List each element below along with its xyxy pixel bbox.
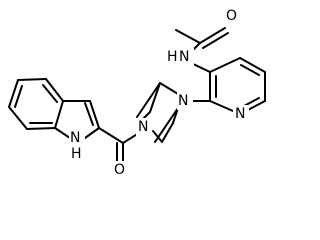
bond-piperazine-c6-c5	[161, 122, 174, 143]
bond-indole-c7a-n	[54, 127, 71, 139]
bond-piperazine-bottom-right	[154, 107, 179, 143]
bond-benzene-c3a-c4-double	[42, 84, 58, 103]
bond-indole-c3a-c7a	[54, 100, 64, 129]
bond-pyridine-c6-n	[245, 100, 266, 112]
label-bg-piperazine-n-lower	[136, 118, 152, 136]
bond-benzene-c6-c7	[8, 106, 28, 130]
bond-pyridine-c4-c5-double	[240, 64, 260, 76]
bond-benzene-c5-c6-double	[14, 85, 23, 108]
label-bg-indole-h	[69, 145, 83, 162]
bond-carbonyl-double-o	[199, 27, 226, 44]
bond-benzene-c7-c7a	[26, 127, 56, 130]
bond-piperazine-n1-c2	[159, 82, 179, 95]
molecule-structure: O N H N N N O N H	[8, 7, 266, 179]
bond-piperazine-c2-c3	[149, 82, 161, 113]
bond-pyridine-c6-n-double	[243, 97, 260, 107]
bond-benzene-c4-c5	[17, 78, 47, 81]
bond-benzene-c5-c6	[8, 79, 19, 108]
bond-methyl-carbonyl	[175, 29, 201, 44]
label-bg-indole-n	[69, 130, 85, 147]
bond-carbonyl-indole-c2	[98, 127, 124, 144]
bond-pyridine-c3-c4	[209, 57, 241, 73]
label-bg-oxygen-top	[224, 7, 242, 25]
bond-lines	[8, 27, 266, 164]
label-bg-amide-h	[166, 48, 178, 66]
bond-indole-c2-c3	[89, 100, 100, 129]
carbonyl-oxygen-top-label: O	[226, 8, 237, 24]
label-bg-amide-n	[178, 48, 194, 66]
amide-nitrogen-label: N	[179, 49, 189, 65]
atom-labels: O N H N N N O N H	[69, 7, 249, 179]
amide-hydrogen-label: H	[167, 49, 178, 65]
bond-piperazine-top-left	[136, 82, 161, 118]
label-bg-pyridine-n	[233, 105, 249, 123]
indole-nitrogen-label: N	[70, 130, 80, 146]
pyridine-nitrogen-label: N	[235, 106, 245, 122]
label-bg-piperazine-n-upper	[177, 92, 193, 110]
piperazine-nitrogen-lower-label: N	[138, 119, 148, 135]
bond-pyridine-c4-c5	[239, 57, 266, 73]
bond-carbonyl-double-o-2	[202, 32, 229, 49]
bond-piperazine-c5-n4	[152, 130, 163, 143]
bond-pyridine-n-c2	[209, 100, 234, 112]
bond-indole-n-c2	[84, 127, 100, 139]
indole-hydrogen-label: H	[71, 146, 82, 162]
piperazine-nitrogen-upper-label: N	[178, 93, 188, 109]
bond-benzene-c3a-c4	[45, 78, 64, 102]
bond-indole-c2-c3-double	[84, 102, 94, 126]
carbonyl-oxygen-bottom-label: O	[114, 162, 125, 178]
label-bg-oxygen-bottom	[112, 161, 128, 179]
